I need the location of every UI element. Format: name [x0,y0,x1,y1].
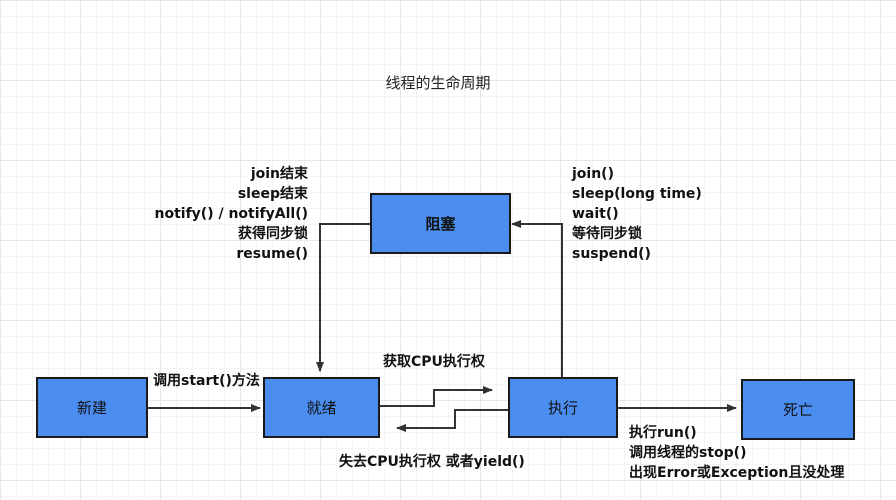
label-running-to-blocked: join() sleep(long time) wait() 等待同步锁 sus… [572,164,702,264]
label-line: 调用线程的stop() [629,445,747,461]
arrow-running-to-ready [396,409,508,432]
arrow-blocked-to-ready [316,223,370,372]
label-line: join结束 [250,166,308,182]
arrow-ready-to-running [380,386,493,407]
label-new-to-ready: 调用start()方法 [153,373,260,389]
label-blocked-to-ready: join结束 sleep结束 notify() / notifyAll() 获得… [155,164,308,264]
label-running-to-ready: 失去CPU执行权 或者yield() [339,454,525,470]
label-running-to-dead: 执行run() 调用线程的stop() 出现Error或Exception且没处… [629,423,844,483]
label-line: resume() [236,246,308,262]
diagram-title: 线程的生命周期 [385,74,491,92]
node-dead: 死亡 [741,379,855,440]
label-line: 等待同步锁 [572,226,642,242]
node-new: 新建 [36,377,148,438]
node-running: 执行 [508,377,618,438]
label-line: 执行run() [629,425,697,441]
label-line: join() [572,166,614,182]
arrow-running-to-blocked [511,220,563,377]
label-line: sleep结束 [237,186,308,202]
label-line: 获得同步锁 [238,226,308,242]
label-line: notify() / notifyAll() [154,206,308,222]
label-line: suspend() [572,246,651,262]
label-line: sleep(long time) [572,186,702,202]
node-blocked: 阻塞 [370,193,511,254]
label-line: 出现Error或Exception且没处理 [629,465,845,481]
node-ready: 就绪 [263,377,380,438]
label-ready-to-running: 获取CPU执行权 [383,354,485,370]
label-line: wait() [572,206,619,222]
